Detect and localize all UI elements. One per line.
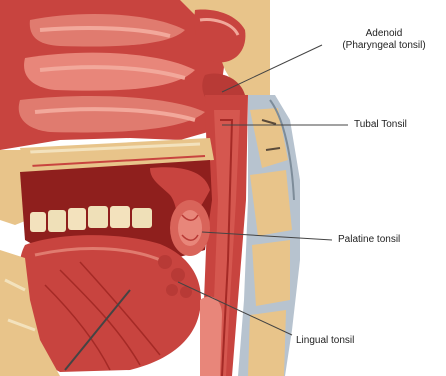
adenoid-label: Adenoid (Pharyngeal tonsil) bbox=[328, 28, 440, 52]
palatine-tonsil-label: Palatine tonsil bbox=[338, 234, 400, 246]
nasal-cavity bbox=[0, 0, 225, 150]
lingual-tonsil-label: Lingual tonsil bbox=[296, 335, 354, 347]
tubal-tonsil-label: Tubal Tonsil bbox=[354, 119, 407, 131]
adenoid-label-line2: (Pharyngeal tonsil) bbox=[328, 40, 440, 52]
epiglottis bbox=[200, 296, 222, 376]
adenoid-label-line1: Adenoid bbox=[328, 28, 440, 40]
